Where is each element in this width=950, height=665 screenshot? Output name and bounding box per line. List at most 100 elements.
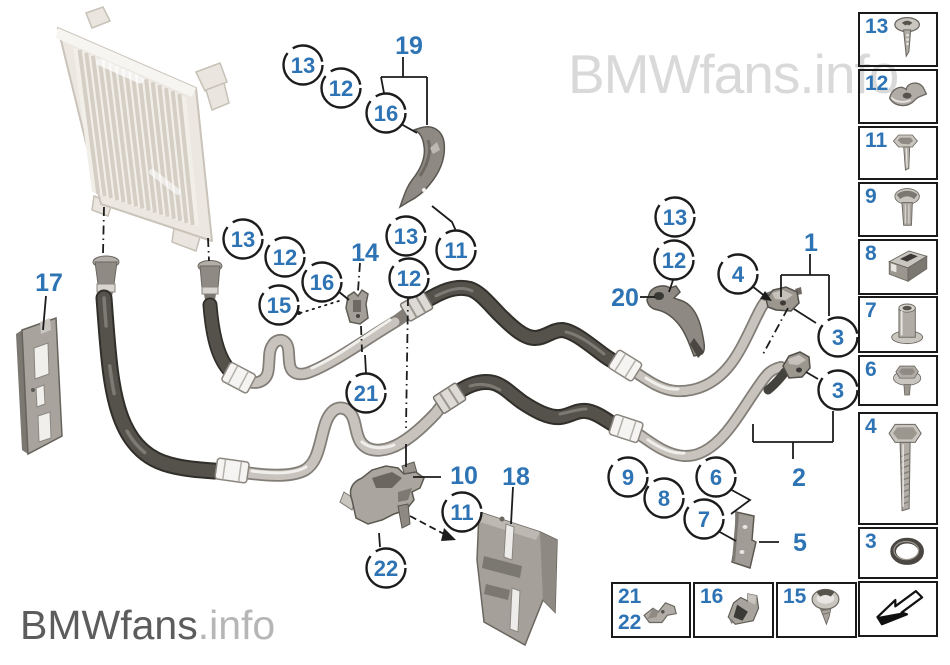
direction-arrow-box[interactable] (858, 581, 938, 637)
callout-13[interactable]: 13 (222, 218, 264, 260)
sidebar-part-4[interactable]: 4 (858, 412, 938, 525)
long-hex-bolt-icon (879, 415, 935, 522)
callout-15[interactable]: 15 (258, 284, 300, 326)
thumbnail-number: 12 (865, 72, 889, 95)
part-label-1[interactable]: 1 (804, 229, 818, 257)
watermark-top: BMWfans.info (568, 43, 899, 105)
plate-5 (731, 511, 757, 569)
callout-13[interactable]: 13 (654, 196, 696, 238)
sidebar-part-13[interactable]: 13 (858, 12, 938, 67)
direction-arrow-icon (861, 584, 935, 634)
svg-text:12: 12 (397, 266, 421, 291)
callout-13[interactable]: 13 (385, 215, 427, 257)
callout-9[interactable]: 9 (607, 456, 649, 498)
callout-12[interactable]: 12 (320, 67, 362, 109)
callout-7[interactable]: 7 (683, 498, 725, 540)
sidebar-part-7[interactable]: 7 (858, 296, 938, 353)
cooler-port-fittings (92, 255, 223, 306)
thumbnail-number: 9 (865, 185, 877, 208)
sidebar-part-9[interactable]: 9 (858, 182, 938, 237)
callout-11[interactable]: 11 (441, 491, 483, 533)
svg-text:13: 13 (291, 53, 315, 78)
svg-text:22: 22 (374, 556, 398, 581)
site-logo-primary: BMWfans (20, 602, 198, 648)
callout-3[interactable]: 3 (817, 369, 859, 411)
callout-12[interactable]: 12 (388, 257, 430, 299)
part-label-5[interactable]: 5 (793, 529, 807, 557)
svg-text:11: 11 (444, 238, 467, 263)
callout-21[interactable]: 21 (345, 372, 387, 414)
spacer-bushing-icon (879, 299, 935, 350)
part-label-19[interactable]: 19 (395, 32, 423, 60)
svg-text:8: 8 (658, 486, 670, 511)
leader-lines (42, 57, 834, 548)
thumbnail-number: 7 (865, 299, 877, 322)
callout-22[interactable]: 22 (365, 547, 407, 589)
o-ring-icon (879, 530, 935, 576)
part-label-20[interactable]: 20 (611, 284, 639, 312)
oil-cooler-line-return (95, 289, 787, 484)
part-label-2[interactable]: 2 (792, 464, 806, 492)
oil-cooler-line-feed (202, 279, 778, 398)
bracket-20 (646, 285, 706, 358)
svg-text:16: 16 (374, 101, 398, 126)
thumbnail-number: 3 (865, 530, 877, 553)
clip-14 (345, 288, 369, 325)
thumbnail-number: 8 (865, 242, 877, 265)
sidebar-part-3[interactable]: 3 (858, 527, 938, 579)
svg-text:3: 3 (832, 378, 844, 403)
svg-text:9: 9 (622, 465, 634, 490)
svg-text:15: 15 (267, 293, 291, 318)
svg-text:13: 13 (231, 227, 255, 252)
callout-4[interactable]: 4 (717, 253, 759, 295)
oil-cooler-radiator (56, 6, 230, 252)
strip-part-16[interactable]: 16 (693, 582, 774, 638)
thumbnail-number: 6 (865, 358, 877, 381)
callout-12[interactable]: 12 (264, 236, 306, 278)
flange-bolt-icon (879, 185, 935, 234)
part-label-14[interactable]: 14 (351, 239, 379, 267)
svg-text:13: 13 (394, 224, 418, 249)
callout-8[interactable]: 8 (643, 477, 685, 519)
line-end-fitting-lower (763, 351, 811, 395)
plate-17 (16, 316, 63, 456)
bracket-10-22 (339, 461, 425, 529)
washer-bolt-icon (879, 358, 935, 403)
callout-6[interactable]: 6 (695, 456, 737, 498)
svg-text:4: 4 (732, 262, 745, 287)
callout-16[interactable]: 16 (301, 261, 343, 303)
site-logo-secondary: .info (197, 602, 276, 648)
callout-16[interactable]: 16 (365, 92, 407, 134)
sidebar-part-12[interactable]: 12 (858, 69, 938, 124)
callout-11[interactable]: 11 (435, 229, 477, 271)
svg-text:16: 16 (310, 270, 334, 295)
callout-3[interactable]: 3 (817, 316, 859, 358)
site-logo: BMWfans.info (20, 602, 275, 649)
sidebar-part-6[interactable]: 6 (858, 355, 938, 406)
part-label-17[interactable]: 17 (35, 269, 63, 297)
thumbnail-number: 16 (700, 585, 724, 608)
thumbnail-number: 11 (865, 129, 888, 152)
callout-12[interactable]: 12 (653, 239, 695, 281)
sidebar-part-11[interactable]: 11 (858, 126, 938, 180)
svg-text:13: 13 (663, 205, 687, 230)
sidebar-part-8[interactable]: 8 (858, 239, 938, 295)
thumbnail-number: 13 (865, 15, 889, 38)
part-label-18[interactable]: 18 (502, 463, 530, 491)
thumbnail-number: 4 (865, 415, 877, 438)
strip-part-15[interactable]: 15 (776, 582, 857, 638)
svg-text:21: 21 (354, 381, 378, 406)
svg-text:11: 11 (450, 500, 473, 525)
svg-text:12: 12 (329, 76, 353, 101)
svg-text:3: 3 (832, 325, 844, 350)
part-label-10[interactable]: 10 (450, 462, 478, 490)
callout-13[interactable]: 13 (282, 44, 324, 86)
cage-nut-icon (879, 242, 935, 292)
svg-text:6: 6 (710, 465, 722, 490)
svg-text:12: 12 (273, 245, 297, 270)
panel-18 (476, 510, 558, 647)
line-end-fitting-upper (762, 286, 802, 312)
